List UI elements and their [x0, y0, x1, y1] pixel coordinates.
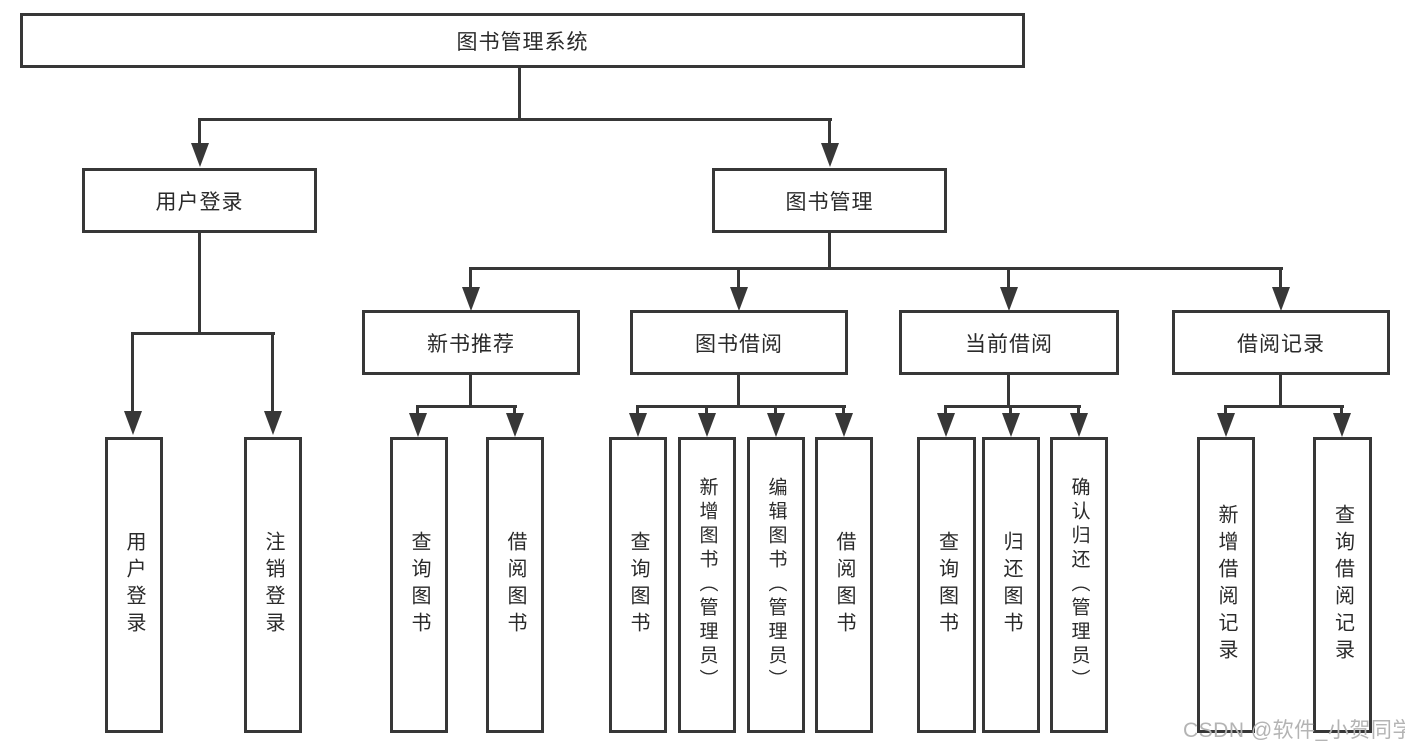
leaf-add-book-admin: 新增图书（管理员）	[678, 437, 736, 733]
connector-root-stem	[518, 68, 521, 120]
leaf-query-books-recommend-label: 查询图书	[408, 531, 430, 639]
leaf-borrow-books-label: 借阅图书	[833, 531, 855, 639]
leaf-return-books: 归还图书	[982, 437, 1040, 733]
connector-book-mgmt-down	[828, 233, 831, 270]
arrowhead-book-borrowing	[730, 287, 748, 311]
connector-leaf-stem	[131, 332, 134, 412]
connector-leaf-stem	[705, 405, 708, 414]
connector-records-hline	[1224, 405, 1344, 408]
connector-user-login-down	[198, 233, 201, 334]
connector-book-mgmt-stem	[828, 118, 831, 146]
connector-user-login-hline	[131, 332, 275, 335]
leaf-add-borrow-record-label: 新增借阅记录	[1215, 504, 1237, 666]
leaf-query-borrow-record: 查询借阅记录	[1313, 437, 1372, 733]
connector-book-mgmt-hline	[469, 267, 1283, 270]
connector-leaf-stem	[944, 405, 947, 414]
leaf-edit-book-admin: 编辑图书（管理员）	[747, 437, 805, 733]
arrowhead-leaf	[506, 413, 524, 437]
arrowhead-leaf	[1070, 413, 1088, 437]
connector-recommend-down	[469, 375, 472, 407]
connector-leaf-stem	[271, 332, 274, 412]
connector-l3-stem	[469, 267, 472, 289]
node-current-borrowing-label: 当前借阅	[965, 332, 1053, 356]
connector-borrowing-down	[737, 375, 740, 407]
leaf-borrow-books: 借阅图书	[815, 437, 873, 733]
leaf-query-books-borrow-label: 查询图书	[627, 531, 649, 639]
connector-leaf-stem	[842, 405, 845, 414]
arrowhead-book-mgmt	[821, 143, 839, 167]
arrowhead-leaf	[767, 413, 785, 437]
connector-current-hline	[944, 405, 1081, 408]
arrowhead-new-book-recommend	[462, 287, 480, 311]
csdn-watermark: CSDN @软件_小贺同学	[1183, 719, 1405, 742]
arrowhead-user-login	[191, 143, 209, 167]
arrowhead-leaf	[1217, 413, 1235, 437]
leaf-query-books-recommend: 查询图书	[390, 437, 448, 733]
arrowhead-leaf	[937, 413, 955, 437]
connector-l3-stem	[1007, 267, 1010, 289]
arrowhead-leaf	[835, 413, 853, 437]
leaf-borrow-books-recommend-label: 借阅图书	[504, 531, 526, 639]
arrowhead-leaf	[698, 413, 716, 437]
connector-leaf-stem	[416, 405, 419, 414]
leaf-add-borrow-record: 新增借阅记录	[1197, 437, 1255, 733]
node-current-borrowing: 当前借阅	[899, 310, 1119, 375]
leaf-logout-label: 注销登录	[262, 531, 284, 639]
arrowhead-borrow-records	[1272, 287, 1290, 311]
leaf-query-books-borrow: 查询图书	[609, 437, 667, 733]
connector-leaf-stem	[1224, 405, 1227, 414]
leaf-add-book-admin-label: 新增图书（管理员）	[696, 477, 718, 693]
node-book-management: 图书管理	[712, 168, 947, 233]
connector-leaf-stem	[1077, 405, 1080, 414]
node-borrow-records-label: 借阅记录	[1237, 332, 1325, 356]
connector-leaf-stem	[1340, 405, 1343, 414]
node-user-login-label: 用户登录	[155, 190, 244, 214]
node-new-book-recommend: 新书推荐	[362, 310, 580, 375]
arrowhead-leaf	[1002, 413, 1020, 437]
node-borrow-records: 借阅记录	[1172, 310, 1390, 375]
connector-l3-stem	[737, 267, 740, 289]
leaf-confirm-return-admin-label: 确认归还（管理员）	[1068, 477, 1090, 693]
leaf-query-books-current-label: 查询图书	[935, 531, 958, 639]
arrowhead-leaf-logout	[264, 411, 282, 435]
arrowhead-leaf-user-login	[124, 411, 142, 435]
leaf-return-books-label: 归还图书	[1000, 531, 1022, 639]
connector-records-down	[1279, 375, 1282, 407]
leaf-borrow-books-recommend: 借阅图书	[486, 437, 544, 733]
node-library-system: 图书管理系统	[20, 13, 1025, 68]
connector-leaf-stem	[774, 405, 777, 414]
arrowhead-leaf	[629, 413, 647, 437]
node-user-login: 用户登录	[82, 168, 317, 233]
connector-user-login-stem	[198, 118, 201, 146]
leaf-confirm-return-admin: 确认归还（管理员）	[1050, 437, 1108, 733]
leaf-query-borrow-record-label: 查询借阅记录	[1331, 504, 1354, 666]
connector-l3-stem	[1279, 267, 1282, 289]
leaf-logout: 注销登录	[244, 437, 302, 733]
leaf-edit-book-admin-label: 编辑图书（管理员）	[765, 477, 787, 693]
arrowhead-leaf	[409, 413, 427, 437]
arrowhead-leaf	[1333, 413, 1351, 437]
leaf-query-books-current: 查询图书	[917, 437, 976, 733]
connector-leaf-stem	[513, 405, 516, 414]
connector-recommend-hline	[416, 405, 517, 408]
leaf-user-login: 用户登录	[105, 437, 163, 733]
arrowhead-current-borrowing	[1000, 287, 1018, 311]
node-library-system-label: 图书管理系统	[456, 30, 589, 54]
connector-borrowing-hline	[636, 405, 846, 408]
node-new-book-recommend-label: 新书推荐	[427, 332, 515, 356]
connector-root-hline	[198, 118, 832, 121]
node-book-borrowing-label: 图书借阅	[695, 332, 783, 356]
leaf-user-login-label: 用户登录	[123, 531, 145, 639]
node-book-management-label: 图书管理	[785, 190, 874, 214]
node-book-borrowing: 图书借阅	[630, 310, 848, 375]
connector-current-down	[1007, 375, 1010, 407]
connector-leaf-stem	[1009, 405, 1012, 414]
connector-leaf-stem	[636, 405, 639, 414]
